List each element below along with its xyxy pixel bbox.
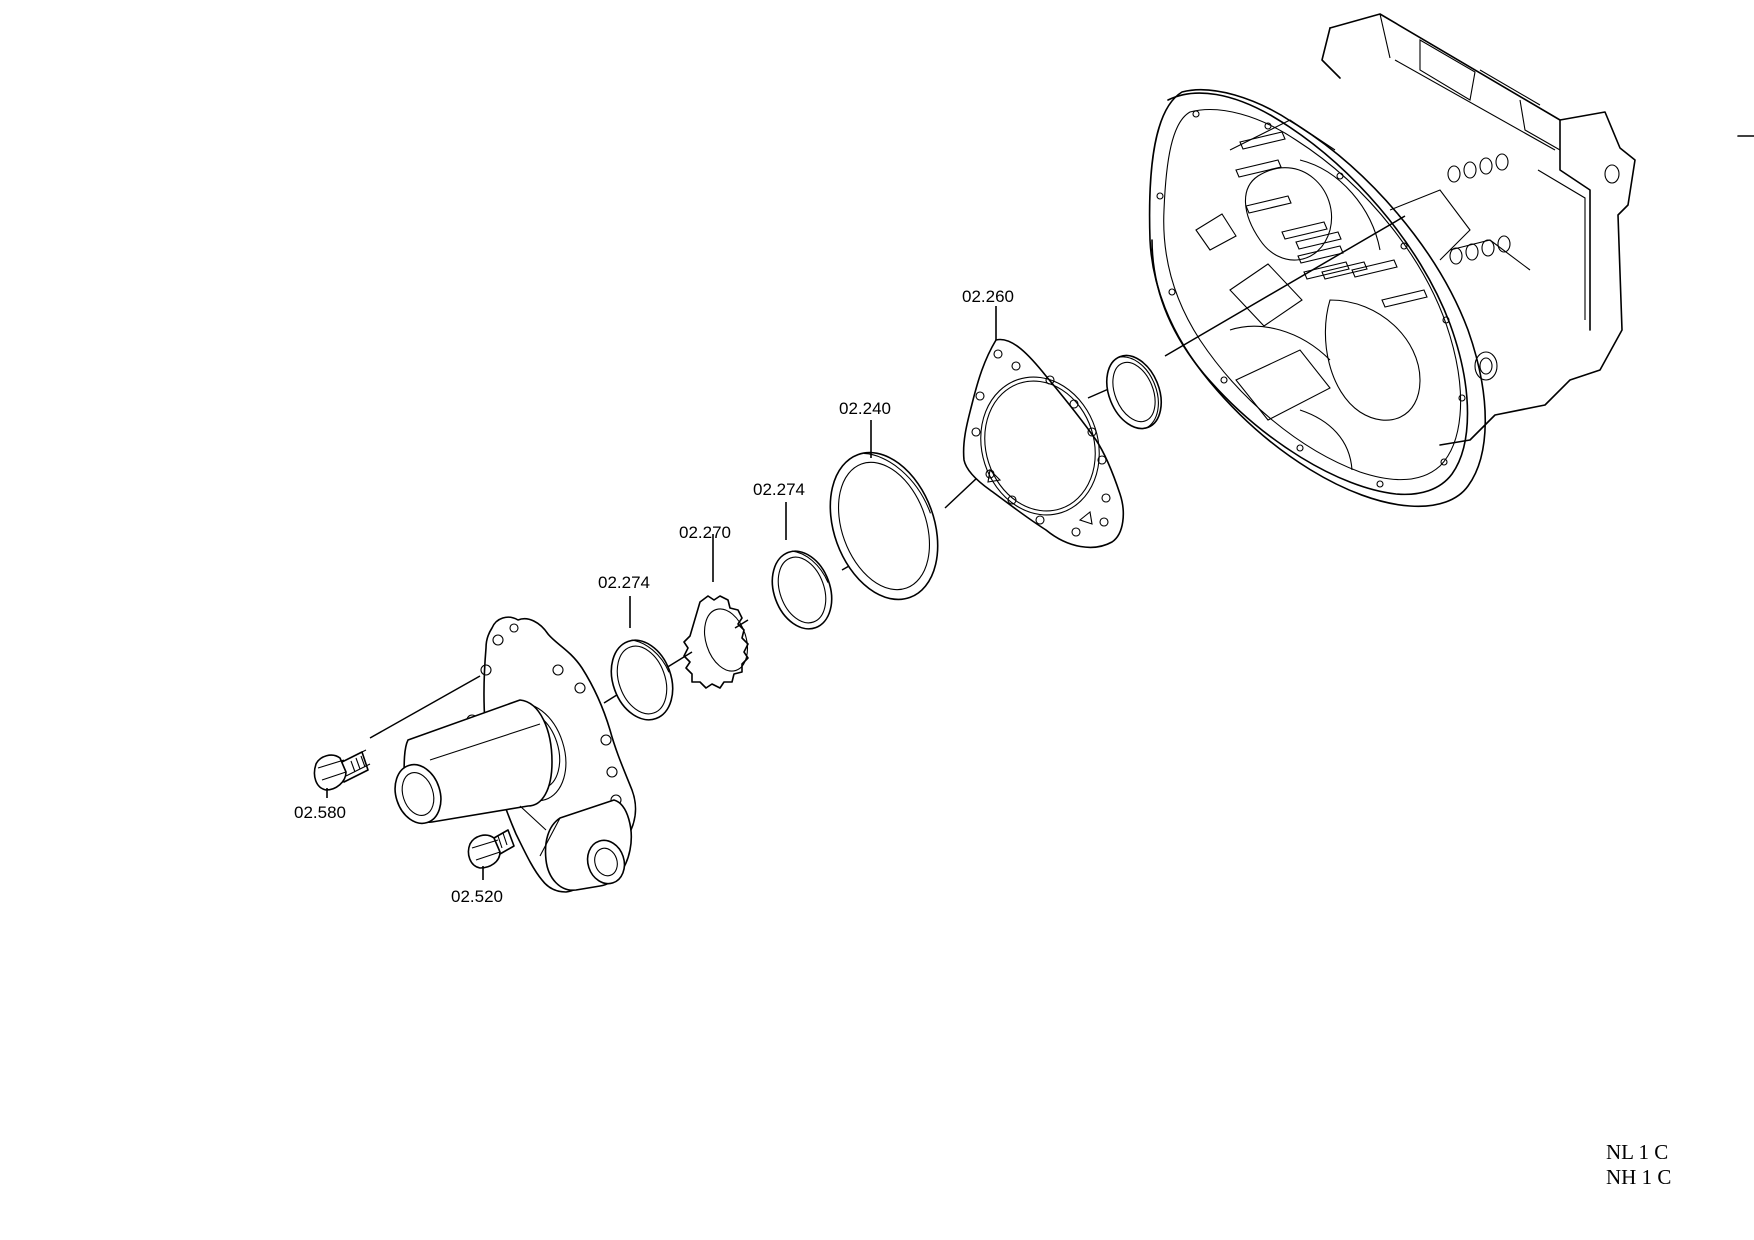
seal-ring [1105,354,1163,430]
part-labels: 02.260 02.240 02.274 02.270 02.274 02.58… [294,287,1014,906]
bolt-02-580 [313,749,371,791]
label-02-240: 02.240 [839,399,891,418]
label-02-274-upper: 02.274 [753,480,805,499]
label-02-260: 02.260 [962,287,1014,306]
label-02-274-lower: 02.274 [598,573,650,592]
label-02-520: 02.520 [451,887,503,906]
housing-ports [1447,153,1620,381]
shim-02-240 [829,451,939,601]
flange-holes [1156,110,1466,488]
legend-line-2: NH 1 C [1606,1165,1672,1189]
lock-washer-02-270 [683,595,749,689]
bolt-02-520 [467,829,515,869]
cover-housing [394,616,637,893]
legend-line-1: NL 1 C [1606,1140,1669,1164]
snap-ring-02-274-upper [771,550,833,630]
label-02-580: 02.580 [294,803,346,822]
model-code-legend: NL 1 C NH 1 C [1606,1140,1671,1190]
housing-studs [1235,131,1428,308]
gasket-02-260 [962,338,1125,549]
label-02-270: 02.270 [679,523,731,542]
snap-ring-02-274-lower [610,639,674,721]
transmission-housing [1148,13,1754,508]
leader-lines [326,306,997,880]
